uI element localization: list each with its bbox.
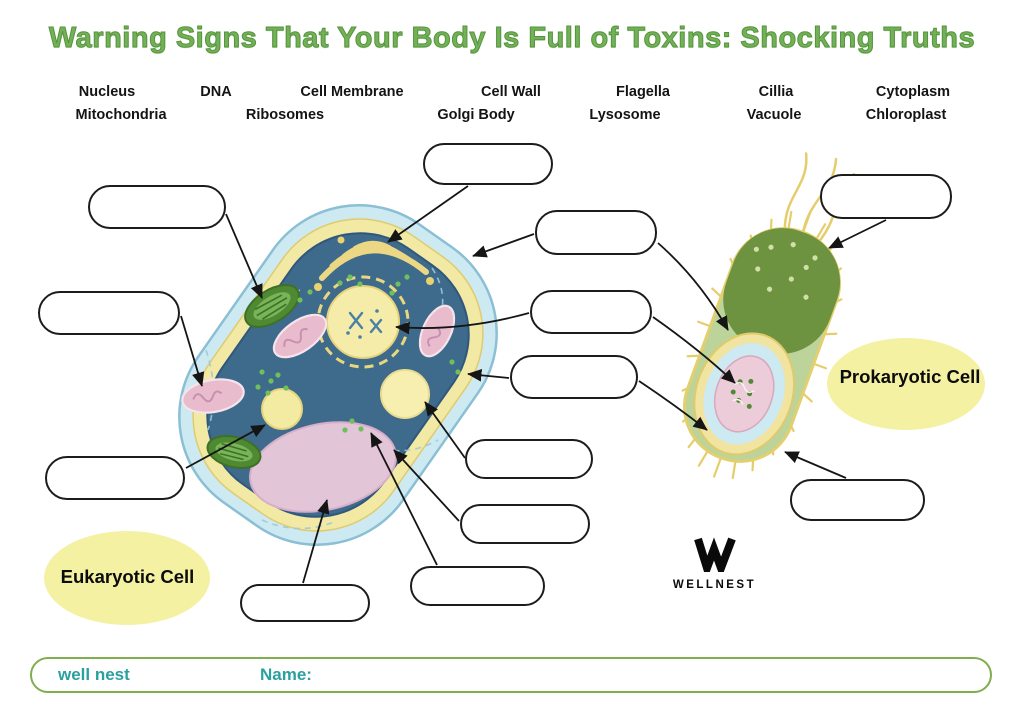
capsule-cap — [723, 228, 841, 354]
word-bank-item: Golgi Body — [437, 107, 515, 123]
answer-box-11[interactable] — [535, 210, 657, 255]
prokaryotic-cell-label: Prokaryotic Cell — [839, 366, 981, 387]
answer-box-5[interactable] — [240, 584, 370, 622]
dna-chromosomes — [348, 311, 383, 334]
word-bank-item: Cillia — [758, 84, 794, 100]
mitochondria — [181, 304, 456, 414]
ribosomes — [255, 274, 461, 433]
word-bank-item: Ribosomes — [245, 107, 325, 123]
highlight-blob-prokaryotic — [827, 338, 985, 430]
word-bank-item: Cell Wall — [481, 84, 541, 100]
answer-box-10[interactable] — [530, 290, 652, 334]
page-title: Warning Signs That Your Body Is Full of … — [48, 22, 976, 55]
word-bank-item: Cytoplasm — [875, 84, 951, 100]
word-bank-item: Vacuole — [746, 107, 802, 123]
wellnest-w-icon — [693, 537, 736, 581]
word-bank-item: Lysosome — [589, 107, 661, 123]
footer-name-bar: well nest Name: — [30, 657, 992, 693]
nucleoid-dna-strands — [732, 382, 755, 405]
highlight-blob-eukaryotic — [44, 531, 210, 625]
wellnest-logo: WELLNEST — [672, 536, 757, 591]
answer-box-2[interactable] — [88, 185, 226, 229]
answer-box-1[interactable] — [423, 143, 553, 185]
answer-box-13[interactable] — [790, 479, 925, 521]
word-bank-item: DNA — [200, 84, 232, 100]
name-field-label[interactable]: Name: — [260, 665, 312, 684]
prokaryotic-cell-illustration — [681, 152, 856, 480]
answer-box-7[interactable] — [460, 504, 590, 544]
answer-box-9[interactable] — [510, 355, 638, 399]
answer-box-3[interactable] — [38, 291, 180, 335]
footer-brand: well nest — [58, 665, 130, 684]
lysosome — [261, 369, 430, 430]
answer-box-8[interactable] — [465, 439, 593, 479]
word-bank-item: Flagella — [616, 84, 670, 100]
golgi-vesicles — [314, 236, 434, 291]
word-bank-item: Mitochondria — [75, 107, 167, 123]
eukaryotic-cell-label: Eukaryotic Cell — [60, 566, 195, 587]
word-bank-item: Nucleus — [78, 84, 136, 100]
wellnest-logo-text: WELLNEST — [672, 579, 757, 591]
nucleus-dots — [346, 309, 379, 339]
word-bank-item: Chloroplast — [865, 107, 947, 123]
answer-box-12[interactable] — [820, 174, 952, 219]
golgi-body — [319, 240, 429, 281]
capsule-speckles — [753, 242, 818, 300]
answer-box-6[interactable] — [410, 566, 545, 606]
word-bank-item: Cell Membrane — [300, 84, 404, 100]
pointer-arrows — [180, 185, 887, 584]
nucleoid-region — [693, 332, 796, 456]
answer-box-4[interactable] — [45, 456, 185, 500]
